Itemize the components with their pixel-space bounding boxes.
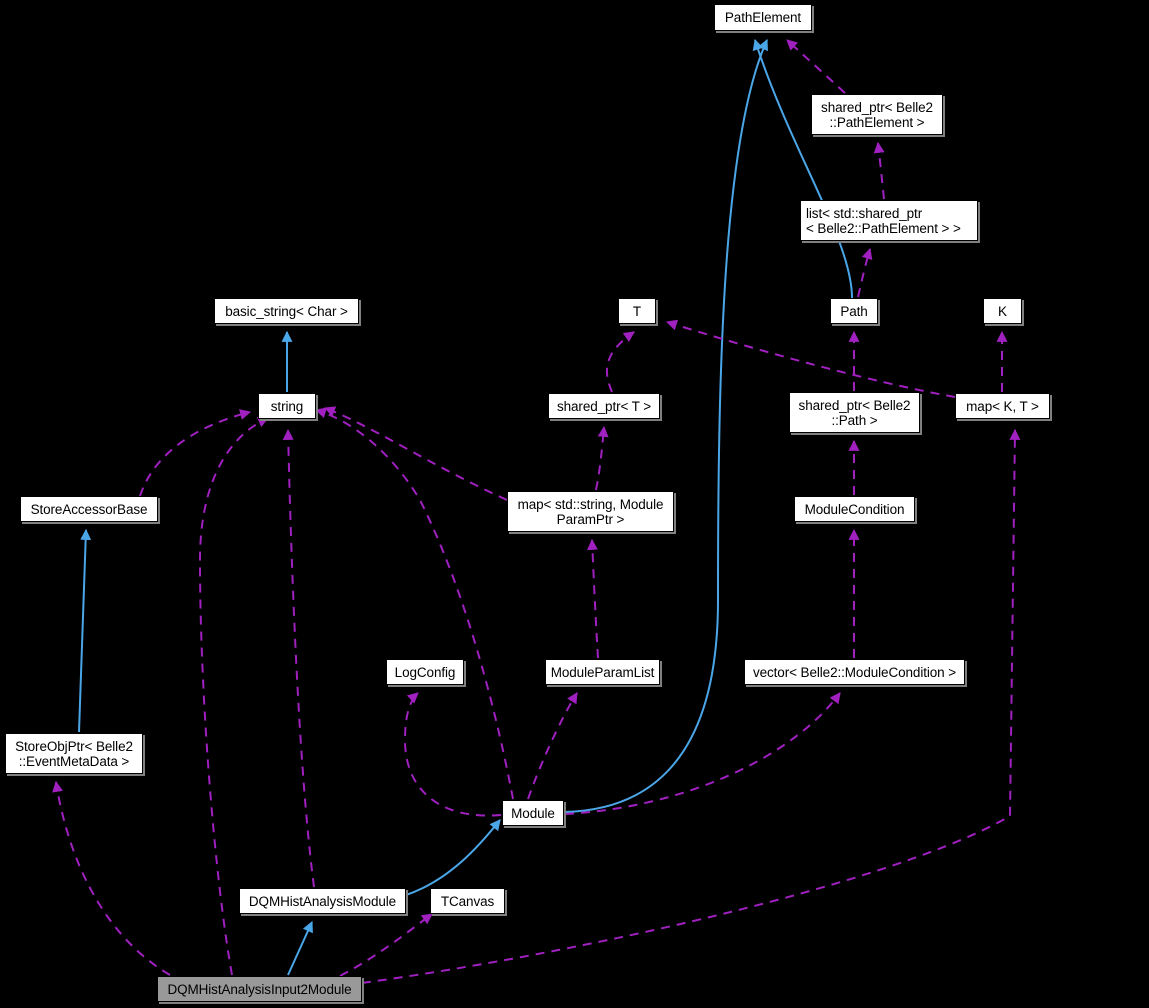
node-label: Path [840, 303, 868, 319]
edge-module-to-string [314, 407, 514, 800]
node-label: list< std::shared_ptr < Belle2::PathElem… [806, 205, 961, 236]
node-module[interactable]: Module [502, 800, 564, 826]
node-label: DQMHistAnalysisModule [248, 893, 397, 909]
edge-list-to-sharedptrpe [873, 141, 885, 200]
edge-sharedptrt-to-t [606, 331, 635, 393]
edge-input2-to-string [198, 417, 270, 976]
node-map-string-moduleparamptr[interactable]: map< std::string, Module ParamPtr > [507, 491, 674, 532]
edge-dqmhistanalysismodule-to-string [282, 428, 315, 888]
node-label: PathElement [724, 10, 802, 25]
node-t[interactable]: T [618, 298, 656, 324]
edge-input2-to-dqmhistanalysismodule [287, 920, 313, 976]
edge-mapkt-to-t [665, 319, 956, 398]
node-label: vector< Belle2::ModuleCondition > [752, 664, 957, 680]
node-path[interactable]: Path [830, 298, 878, 324]
node-label: shared_ptr< T > [556, 398, 652, 414]
node-string[interactable]: string [258, 393, 316, 419]
node-dqmhistanalysisinput2module[interactable]: DQMHistAnalysisInput2Module [157, 976, 362, 1002]
node-label: ModuleParamList [550, 664, 655, 680]
edge-path-to-list [857, 247, 873, 298]
node-label: TCanvas [440, 893, 495, 909]
edge-input2-to-tcanvas [339, 913, 433, 977]
edge-mapstring-to-sharedptrt [595, 425, 609, 491]
node-shared-ptr-path[interactable]: shared_ptr< Belle2 ::Path > [789, 392, 920, 433]
node-label: ModuleCondition [804, 501, 905, 517]
node-logconfig[interactable]: LogConfig [386, 659, 464, 685]
node-label: map< std::string, Module ParamPtr > [517, 496, 664, 527]
node-tcanvas[interactable]: TCanvas [430, 888, 505, 914]
node-label: DQMHistAnalysisInput2Module [167, 981, 352, 997]
node-modulecondition[interactable]: ModuleCondition [794, 496, 915, 522]
inheritance-edges [78, 38, 853, 976]
edge-module-to-vector [564, 692, 841, 815]
edge-module-to-logconfig [403, 692, 502, 817]
node-pathelement[interactable]: PathElement [714, 4, 812, 31]
node-label: LogConfig [394, 664, 456, 680]
node-moduleparamlist[interactable]: ModuleParamList [545, 659, 660, 685]
node-label: map< K, T > [966, 398, 1039, 414]
node-shared-ptr-t[interactable]: shared_ptr< T > [548, 393, 660, 419]
node-label: StoreAccessorBase [30, 501, 148, 517]
node-label: Module [511, 805, 555, 821]
edge-path-to-pathelement [752, 38, 853, 299]
node-vector-modulecondition[interactable]: vector< Belle2::ModuleCondition > [744, 659, 965, 685]
edge-module-to-moduleparamlist [527, 692, 578, 800]
edge-input2-to-mapkt [361, 428, 1021, 984]
edge-dqmhistanalysismodule-to-module [405, 819, 501, 896]
edge-moduleparamlist-to-mapstring [586, 538, 599, 659]
node-storeobjptr-eventmetadata[interactable]: StoreObjPtr< Belle2 ::EventMetaData > [5, 733, 143, 774]
node-list-shared-ptr-pathelement[interactable]: list< std::shared_ptr < Belle2::PathElem… [800, 200, 978, 241]
node-k[interactable]: K [983, 298, 1022, 324]
node-label: StoreObjPtr< Belle2 ::EventMetaData > [15, 738, 133, 769]
edge-sharedptrpe-to-pathelement [786, 39, 846, 94]
edge-storeaccessorbase-to-string [139, 409, 252, 497]
edge-mapstring-to-string [323, 406, 508, 501]
node-shared-ptr-pathelement[interactable]: shared_ptr< Belle2 ::PathElement > [811, 94, 943, 135]
node-label: string [270, 398, 304, 414]
node-label: basic_string< Char > [225, 303, 348, 319]
edge-input2-to-storeobjptr [52, 780, 171, 976]
node-map-k-t[interactable]: map< K, T > [955, 393, 1050, 419]
edge-storeobjptr-to-storeaccessorbase [78, 528, 92, 733]
node-label: T [632, 303, 642, 319]
edge-module-to-pathelement [564, 38, 768, 813]
node-label: shared_ptr< Belle2 ::PathElement > [821, 99, 933, 130]
node-label: shared_ptr< Belle2 ::Path > [798, 397, 911, 428]
node-basic-string-char[interactable]: basic_string< Char > [214, 298, 359, 324]
node-label: K [998, 303, 1007, 319]
node-dqmhistanalysismodule[interactable]: DQMHistAnalysisModule [239, 888, 406, 914]
node-storeaccessorbase[interactable]: StoreAccessorBase [20, 496, 158, 522]
usage-edges [52, 39, 1021, 984]
